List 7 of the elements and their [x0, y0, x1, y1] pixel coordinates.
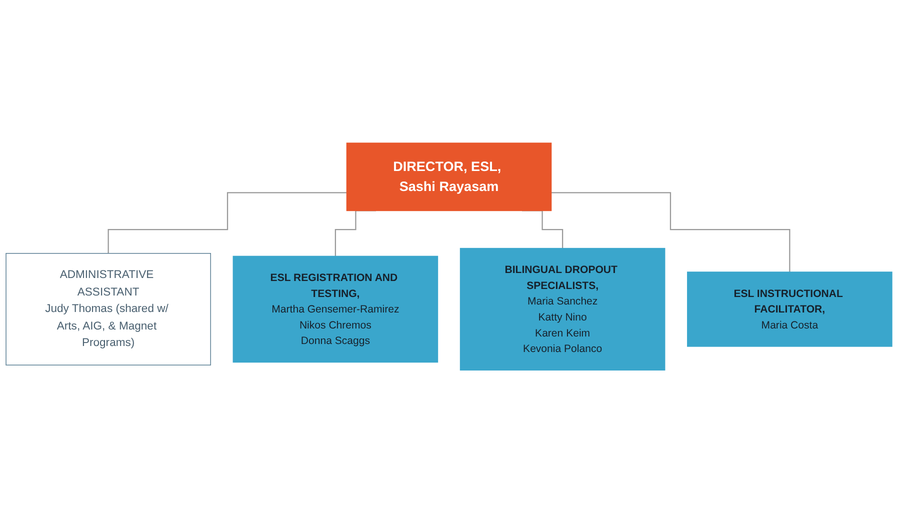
connector	[108, 192, 347, 254]
node-box: DIRECTOR, ESL, Sashi Rayasam	[346, 142, 552, 211]
node-box: ADMINISTRATIVE ASSISTANT Judy Thomas (shared w/ Arts, AIG, & Magnet Programs)	[6, 252, 211, 366]
node-box: BILINGUAL DROPOUT SPECIALISTS, Maria Sanchez Katty Nino Karen Keim Kevonia Polanco	[460, 248, 666, 370]
node-box: ESL REGISTRATION AND TESTING, Martha Gensemer-Ramirez Nikos Chremos Donna Scaggs	[232, 256, 438, 363]
node-box: ESL INSTRUCTIONAL FACILITATOR, Maria Costa	[687, 272, 892, 347]
connector	[551, 192, 790, 272]
